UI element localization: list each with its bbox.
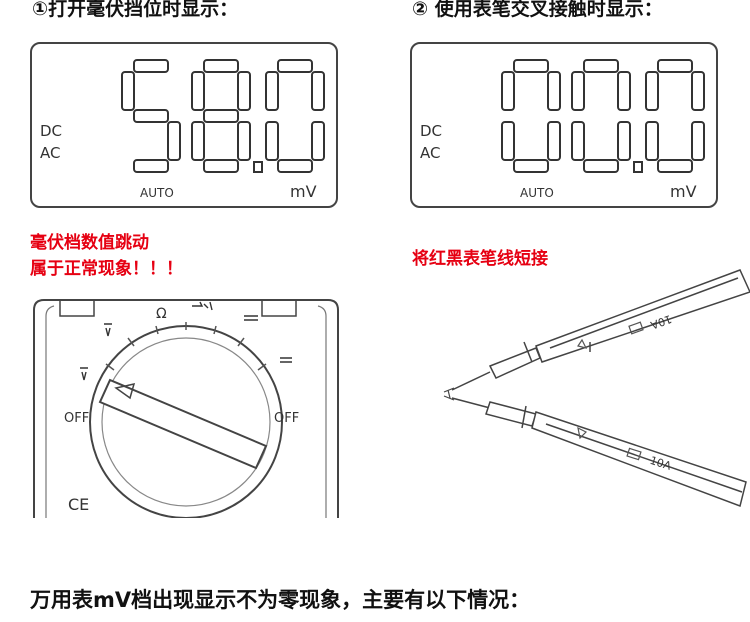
- right-lcd-digit-segment: [547, 121, 561, 161]
- left-lcd-digit-segment: [203, 109, 239, 123]
- left-step-title: ①打开毫伏挡位时显示：: [32, 0, 239, 20]
- meter-left-button: [59, 299, 95, 317]
- meter-body-inner-right: [317, 305, 327, 518]
- multimeter-dial-illustration: Ω OFF OFF CE: [33, 299, 339, 518]
- left-lcd-digit-decimal-point: [253, 161, 263, 173]
- rotary-dial-pointer: [98, 378, 268, 470]
- left-red-note-line2: 属于正常现象！！！: [30, 259, 183, 279]
- dial-voltage-icon: [80, 323, 112, 381]
- right-lcd-unit: mV: [670, 182, 697, 201]
- right-lcd-digit-segment: [657, 159, 693, 173]
- left-lcd-digit-segment: [237, 121, 251, 161]
- left-lcd-digit-segment: [265, 71, 279, 111]
- dial-tick-marks: [105, 322, 267, 371]
- left-lcd-digit-segment: [167, 121, 181, 161]
- left-lcd-digit-segment: [311, 121, 325, 161]
- left-lcd-auto: AUTO: [140, 186, 174, 200]
- lower-probe-marks: [577, 426, 642, 461]
- right-step-title: ② 使用表笔交叉接触时显示：: [412, 0, 663, 20]
- right-lcd-digit-segment: [691, 121, 705, 161]
- lower-test-probe: [451, 397, 747, 507]
- dial-off-right: OFF: [274, 411, 299, 426]
- footer-text: 万用表mV档出现显示不为零现象，主要有以下情况：: [30, 588, 531, 612]
- left-lcd-dc: DC: [40, 122, 63, 140]
- upper-probe-marks: [577, 321, 644, 349]
- right-lcd-dc: DC: [420, 122, 443, 140]
- right-lcd-digit-decimal-point: [633, 161, 643, 173]
- meter-body-inner-left: [45, 305, 55, 518]
- left-lcd-digit-segment: [277, 59, 313, 73]
- right-lcd-digit-segment: [571, 71, 585, 111]
- left-lcd-digits: [121, 59, 325, 173]
- left-lcd-digit-segment: [277, 159, 313, 173]
- left-lcd-digit-segment: [191, 71, 205, 111]
- left-lcd-panel: DC AC AUTO mV: [30, 42, 338, 208]
- right-lcd-digit-segment: [547, 71, 561, 111]
- rotary-dial-pointer-arrow: [114, 382, 136, 400]
- left-lcd-unit: mV: [290, 182, 317, 201]
- left-lcd-digit-segment: [133, 109, 169, 123]
- left-lcd-digit-segment: [203, 159, 239, 173]
- meter-body-outline: [33, 299, 339, 518]
- left-red-note-line1: 毫伏档数值跳动: [30, 233, 149, 253]
- left-lcd-digit-segment: [265, 121, 279, 161]
- right-lcd-digit-segment: [617, 71, 631, 111]
- dial-ce-mark: CE: [68, 495, 89, 514]
- left-lcd-digit-segment: [311, 71, 325, 111]
- left-lcd-reading: [121, 59, 325, 173]
- probe-tips-contact: [443, 387, 455, 401]
- right-lcd-digit-segment: [691, 71, 705, 111]
- left-lcd-digit-segment: [203, 59, 239, 73]
- lower-probe-label: 10A: [648, 454, 673, 473]
- right-lcd-digit-segment: [583, 159, 619, 173]
- dial-off-left: OFF: [64, 411, 89, 426]
- left-lcd-digit-segment: [133, 159, 169, 173]
- right-lcd-digit-segment: [583, 59, 619, 73]
- right-red-note: 将红黑表笔线短接: [412, 249, 548, 269]
- left-lcd-digit-segment: [237, 71, 251, 111]
- right-lcd-digit-segment: [657, 59, 693, 73]
- left-lcd-mode: DC AC: [40, 120, 62, 164]
- dial-continuity-icon: [192, 301, 213, 311]
- right-lcd-digit-segment: [501, 121, 515, 161]
- right-lcd-ac: AC: [420, 144, 441, 162]
- right-lcd-panel: DC AC AUTO mV: [410, 42, 718, 208]
- right-lcd-auto: AUTO: [520, 186, 554, 200]
- left-lcd-digit-segment: [133, 59, 169, 73]
- left-lcd-digit-segment: [191, 121, 205, 161]
- right-lcd-digit-segment: [513, 59, 549, 73]
- right-lcd-reading: [501, 59, 705, 173]
- right-lcd-digit-segment: [645, 121, 659, 161]
- right-lcd-digits: [501, 59, 705, 173]
- crossed-probes-illustration: 10A 10A: [443, 269, 750, 507]
- rotary-dial-inner: [101, 337, 271, 507]
- right-lcd-digit-segment: [571, 121, 585, 161]
- right-lcd-mode: DC AC: [420, 120, 442, 164]
- left-lcd-digit-segment: [121, 71, 135, 111]
- right-lcd-digit-segment: [513, 159, 549, 173]
- left-red-note: 毫伏档数值跳动 属于正常现象！！！: [30, 230, 183, 282]
- right-lcd-digit-segment: [501, 71, 515, 111]
- upper-test-probe: [451, 269, 750, 391]
- dial-current-icon: [244, 315, 292, 363]
- right-lcd-digit-segment: [645, 71, 659, 111]
- meter-right-button: [261, 299, 297, 317]
- dial-ohm-symbol: Ω: [156, 306, 167, 322]
- left-lcd-ac: AC: [40, 144, 61, 162]
- right-lcd-digit-segment: [617, 121, 631, 161]
